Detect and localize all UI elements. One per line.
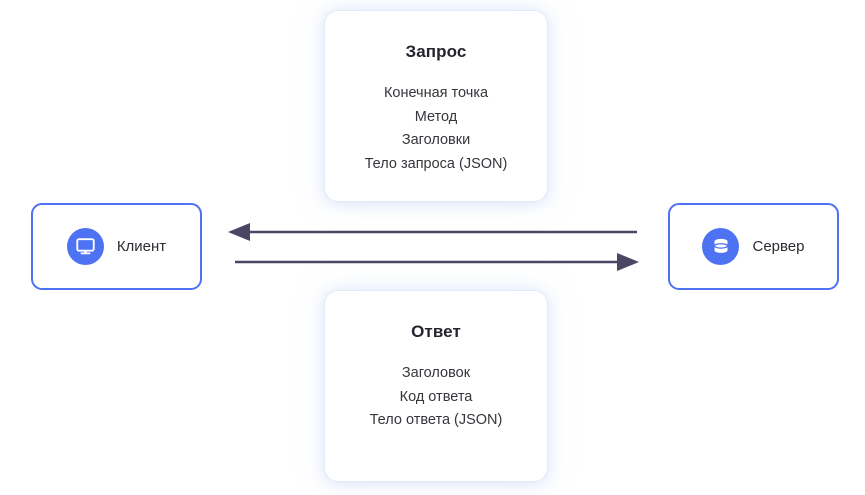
client-node[interactable]: Клиент <box>31 203 202 290</box>
response-card-line: Заголовок <box>401 365 471 381</box>
response-card-lines: Заголовок Код ответа Тело ответа (JSON) <box>370 362 503 433</box>
server-node[interactable]: Сервер <box>668 203 839 290</box>
request-card: Запрос Конечная точка Метод Заголовки Те… <box>325 11 547 201</box>
request-card-lines: Конечная точка Метод Заголовки Тело запр… <box>365 82 508 176</box>
server-node-label: Сервер <box>752 238 805 255</box>
client-node-content: Клиент <box>66 228 167 265</box>
request-card-line: Конечная точка <box>383 85 489 101</box>
response-card: Ответ Заголовок Код ответа Тело ответа (… <box>325 291 547 481</box>
request-card-line: Заголовки <box>401 132 471 148</box>
response-arrow <box>228 223 637 241</box>
request-card-line: Тело запроса (JSON) <box>364 155 508 172</box>
response-card-line: Код ответа <box>399 388 473 405</box>
response-card-title: Ответ <box>411 322 461 341</box>
monitor-icon <box>66 228 104 265</box>
client-node-label: Клиент <box>116 238 167 255</box>
response-card-line: Тело ответа (JSON) <box>369 412 503 428</box>
request-arrow <box>235 253 639 271</box>
database-icon <box>702 228 740 265</box>
request-card-line: Метод <box>414 108 458 125</box>
server-node-content: Сервер <box>702 228 805 265</box>
request-card-title: Запрос <box>405 42 467 61</box>
